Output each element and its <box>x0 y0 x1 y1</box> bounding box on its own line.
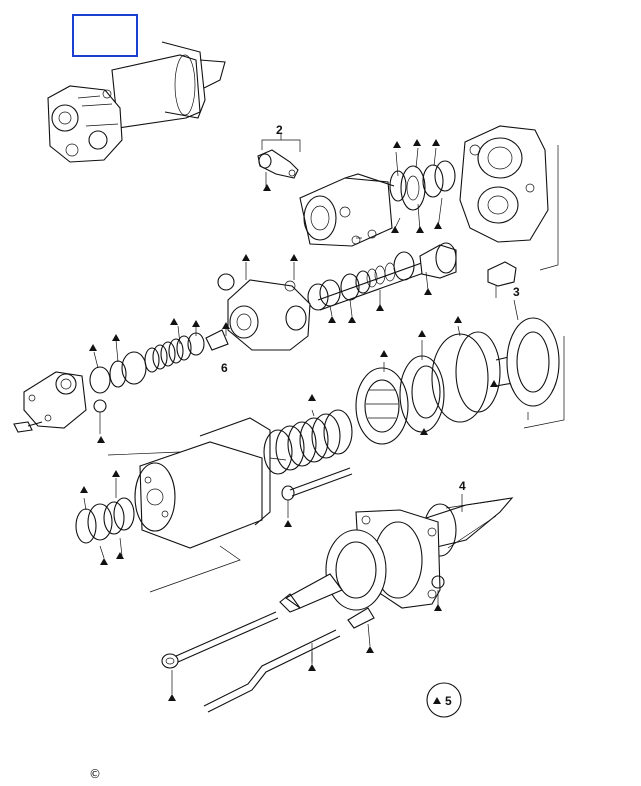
triangle-marker-icon <box>290 254 298 261</box>
item-2-valve[interactable] <box>257 134 301 179</box>
triangle-marker-icon <box>380 350 388 357</box>
triangle-marker-icon <box>242 254 250 261</box>
kit-note-number: 5 <box>445 694 452 708</box>
triangle-marker-icon <box>454 316 462 323</box>
small-bracket-fitting[interactable] <box>487 261 517 298</box>
triangle-marker-icon <box>432 139 440 146</box>
triangle-marker-icon <box>97 436 105 443</box>
upper-valve-housing[interactable] <box>299 173 395 247</box>
triangle-marker-icon <box>413 139 421 146</box>
assembled-servo-unit[interactable] <box>47 41 226 163</box>
triangle-marker-icon <box>376 304 384 311</box>
triangle-marker-icon <box>308 394 316 401</box>
kit-note-circle[interactable]: 5 <box>426 682 462 718</box>
callout-item-3: 3 <box>513 285 520 299</box>
pushrod-boot[interactable] <box>279 529 387 629</box>
push-rod[interactable] <box>161 611 279 669</box>
highlight-box[interactable] <box>72 14 138 57</box>
triangle-marker-icon <box>391 226 399 233</box>
triangle-marker-icon <box>348 316 356 323</box>
triangle-marker-icon <box>328 316 336 323</box>
triangle-marker-icon <box>112 334 120 341</box>
valve-piston-assembly[interactable] <box>307 242 457 311</box>
triangle-marker-icon <box>393 141 401 148</box>
triangle-marker-icon <box>100 558 108 565</box>
triangle-marker-icon <box>89 344 97 351</box>
item-6-valve-body[interactable] <box>205 273 311 351</box>
triangle-marker-icon <box>490 380 498 387</box>
servo-cylinder-housing[interactable] <box>107 417 287 593</box>
diaphragm-piston-assembly[interactable] <box>355 317 565 445</box>
triangle-marker-icon <box>168 694 176 701</box>
left-cover-plate[interactable] <box>13 371 107 433</box>
triangle-marker-icon <box>420 428 428 435</box>
triangle-marker-icon <box>434 222 442 229</box>
triangle-marker-icon <box>434 604 442 611</box>
triangle-marker-icon <box>366 646 374 653</box>
return-pipe[interactable] <box>203 629 341 713</box>
main-return-spring[interactable] <box>263 409 353 475</box>
upper-cylinder-head[interactable] <box>459 125 559 271</box>
triangle-marker-icon <box>80 486 88 493</box>
triangle-marker-icon <box>416 226 424 233</box>
triangle-marker-icon <box>433 697 441 704</box>
triangle-marker-icon <box>116 552 124 559</box>
copyright-symbol: © <box>89 767 101 781</box>
triangle-marker-icon <box>424 288 432 295</box>
lower-left-seals[interactable] <box>75 497 135 544</box>
triangle-marker-icon <box>284 520 292 527</box>
callout-item-4: 4 <box>459 479 466 493</box>
leader-lines <box>83 147 529 694</box>
triangle-markers <box>80 139 498 701</box>
triangle-marker-icon <box>418 330 426 337</box>
triangle-marker-icon <box>308 664 316 671</box>
triangle-marker-icon <box>263 184 271 191</box>
left-spring-and-seals[interactable] <box>89 332 205 394</box>
callout-item-2: 2 <box>276 123 283 137</box>
triangle-marker-icon <box>192 320 200 327</box>
triangle-marker-icon <box>222 322 230 329</box>
callout-item-6: 6 <box>221 361 228 375</box>
upper-seal-rings[interactable] <box>389 160 456 211</box>
long-bolt[interactable] <box>281 467 353 501</box>
triangle-marker-icon <box>170 318 178 325</box>
triangle-marker-icon <box>112 470 120 477</box>
